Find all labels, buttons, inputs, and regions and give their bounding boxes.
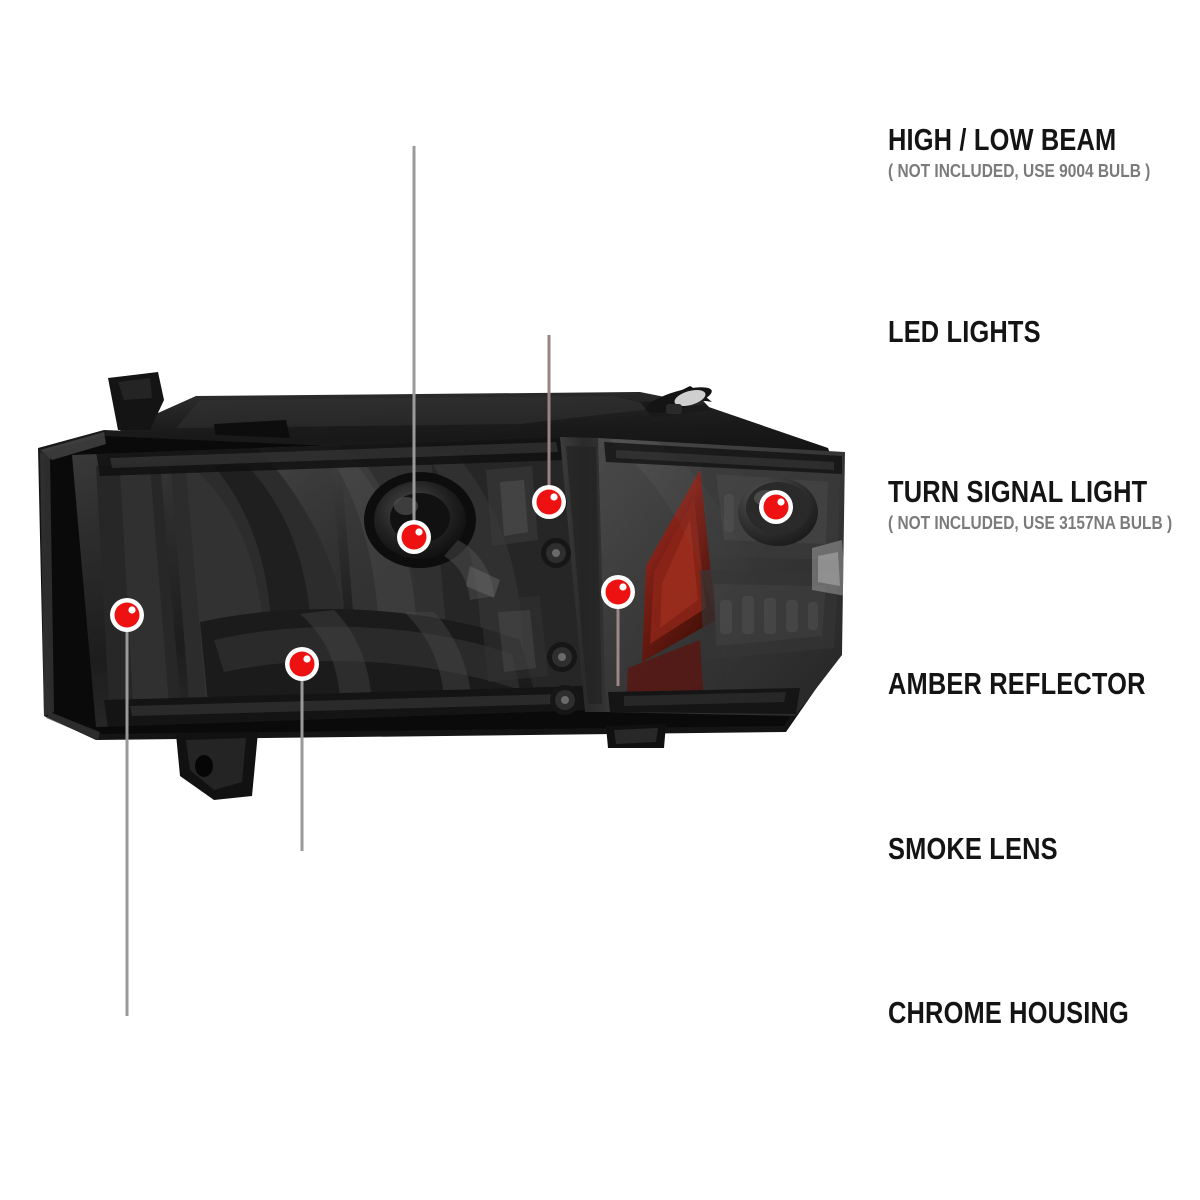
callout-dot-icon-chrome-housing[interactable] [110, 598, 144, 632]
leader-led-lights [547, 333, 878, 502]
leader-smoke-lens [300, 664, 878, 853]
callout-title-amber-reflector: AMBER REFLECTOR [888, 666, 1146, 701]
callout-dot-icon-amber-reflector[interactable] [601, 575, 635, 609]
callout-dot-icon-turn-signal-light[interactable] [759, 490, 793, 524]
callout-label-high-low-beam: HIGH / LOW BEAM ( NOT INCLUDED, USE 9004… [888, 124, 1193, 180]
leader-high-low-beam [412, 144, 878, 537]
callout-dot-icon-high-low-beam[interactable] [397, 520, 431, 554]
callout-title-smoke-lens: SMOKE LENS [888, 831, 1058, 866]
callout-dot-icon-led-lights[interactable] [532, 485, 566, 519]
callout-sub-high-low-beam: ( NOT INCLUDED, USE 9004 BULB ) [888, 161, 1151, 181]
callout-label-chrome-housing: CHROME HOUSING [888, 997, 1182, 1028]
leader-chrome-housing [125, 615, 878, 1018]
callout-title-led-lights: LED LIGHTS [888, 314, 1041, 349]
callout-title-chrome-housing: CHROME HOUSING [888, 995, 1129, 1030]
callout-title-high-low-beam: HIGH / LOW BEAM [888, 122, 1117, 157]
callout-label-amber-reflector: AMBER REFLECTOR [888, 668, 1200, 699]
callout-label-led-lights: LED LIGHTS [888, 316, 1074, 347]
callout-title-turn-signal-light: TURN SIGNAL LIGHT [888, 474, 1148, 509]
callout-dot-icon-smoke-lens[interactable] [285, 647, 319, 681]
callout-label-turn-signal-light: TURN SIGNAL LIGHT ( NOT INCLUDED, USE 31… [888, 476, 1200, 532]
callout-sub-turn-signal-light: ( NOT INCLUDED, USE 3157NA BULB ) [888, 513, 1173, 533]
callout-label-smoke-lens: SMOKE LENS [888, 833, 1095, 864]
